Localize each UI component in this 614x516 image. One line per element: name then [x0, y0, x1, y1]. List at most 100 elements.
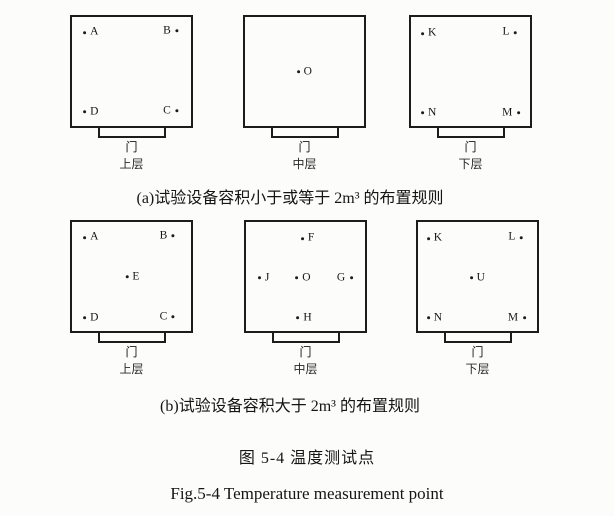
- point-dot-icon: [516, 111, 520, 115]
- layer-label: 中层: [293, 362, 318, 377]
- point-dot-icon: [257, 276, 261, 280]
- point-label: L: [508, 230, 516, 243]
- point-label: A: [90, 230, 99, 243]
- measurement-point-C: C: [160, 311, 175, 323]
- point-label: O: [303, 64, 313, 77]
- measurement-point-D: D: [83, 312, 99, 324]
- measurement-point-H: H: [296, 312, 312, 324]
- chamber-box: O: [243, 15, 366, 128]
- layer-label: 中层: [292, 157, 317, 172]
- measurement-point-L: L: [502, 25, 518, 39]
- measurement-point-A: A: [83, 25, 99, 39]
- point-label: F: [307, 231, 315, 244]
- point-dot-icon: [420, 111, 424, 115]
- point-label: J: [264, 270, 270, 283]
- point-dot-icon: [426, 236, 430, 240]
- door-shape: [271, 332, 340, 343]
- measurement-point-C: C: [163, 103, 179, 117]
- measurement-point-O: O: [295, 270, 312, 284]
- point-label: K: [427, 26, 437, 39]
- point-label: L: [502, 25, 511, 38]
- door-label: 门: [299, 345, 312, 359]
- point-dot-icon: [296, 316, 300, 320]
- point-dot-icon: [175, 29, 179, 33]
- measurement-point-E: E: [125, 269, 140, 283]
- measurement-point-K: K: [420, 26, 437, 40]
- layer-label: 上层: [119, 362, 144, 377]
- door-label: 门: [298, 140, 311, 154]
- point-dot-icon: [171, 315, 175, 319]
- point-label: N: [427, 106, 437, 119]
- point-label: A: [90, 25, 99, 38]
- point-label: O: [302, 270, 312, 283]
- measurement-point-K: K: [426, 231, 443, 245]
- point-label: G: [336, 270, 346, 283]
- panel-b-upper: A B E D C 门 上层: [70, 220, 193, 376]
- chamber-box: F J O G H: [244, 220, 367, 333]
- door-shape: [270, 127, 339, 138]
- door-label: 门: [464, 140, 477, 154]
- measurement-point-G: G: [336, 270, 353, 284]
- measurement-point-D: D: [83, 106, 99, 118]
- point-label: C: [163, 103, 172, 116]
- chamber-box: K L N M: [409, 15, 532, 128]
- chamber-box: A B D C: [70, 15, 193, 128]
- measurement-point-O: O: [296, 64, 313, 78]
- point-label: D: [90, 311, 99, 324]
- point-dot-icon: [295, 276, 299, 280]
- measurement-point-B: B: [160, 230, 175, 242]
- measurement-point-J: J: [257, 270, 270, 284]
- point-dot-icon: [300, 236, 304, 240]
- point-dot-icon: [519, 235, 523, 239]
- layer-label: 下层: [465, 362, 490, 377]
- measurement-point-M: M: [502, 107, 520, 119]
- door-label: 门: [125, 140, 138, 154]
- panel-a-lower: K L N M 门 下层: [409, 15, 532, 171]
- caption-a: (a)试验设备容积小于或等于 2m³ 的布置规则: [136, 190, 444, 207]
- door-shape: [97, 127, 166, 138]
- door-shape: [97, 332, 166, 343]
- point-label: U: [476, 270, 486, 283]
- point-dot-icon: [349, 276, 353, 280]
- measurement-point-F: F: [300, 231, 315, 245]
- point-label: B: [163, 24, 172, 37]
- measurement-point-M: M: [508, 312, 526, 324]
- point-label: K: [433, 231, 443, 244]
- door-label: 门: [125, 345, 138, 359]
- point-label: D: [90, 105, 99, 118]
- measurement-point-A: A: [83, 230, 99, 244]
- point-dot-icon: [175, 109, 179, 113]
- point-label: E: [132, 269, 140, 282]
- chamber-box: K L U N M: [416, 220, 539, 333]
- door-shape: [436, 127, 505, 138]
- point-dot-icon: [420, 31, 424, 35]
- point-dot-icon: [469, 276, 473, 280]
- door-shape: [443, 332, 512, 343]
- point-dot-icon: [171, 234, 175, 238]
- layer-label: 下层: [458, 157, 483, 172]
- point-dot-icon: [83, 30, 87, 34]
- measurement-point-B: B: [163, 24, 179, 37]
- chamber-box: A B E D C: [70, 220, 193, 333]
- measurement-point-N: N: [426, 311, 443, 324]
- point-label: M: [507, 311, 519, 324]
- diagram-row-b: A B E D C 门 上层 F J O G H 门 中层 K L U N M 门 下层: [0, 220, 614, 385]
- measurement-point-N: N: [420, 106, 437, 119]
- point-label: B: [159, 229, 168, 242]
- point-label: N: [433, 311, 443, 324]
- point-dot-icon: [125, 275, 129, 278]
- measurement-point-U: U: [469, 270, 486, 284]
- point-dot-icon: [83, 316, 87, 320]
- panel-b-middle: F J O G H 门 中层: [244, 220, 367, 376]
- panel-a-middle: O 门 中层: [243, 15, 366, 171]
- point-dot-icon: [426, 316, 430, 320]
- point-label: M: [502, 106, 513, 119]
- point-dot-icon: [296, 70, 300, 73]
- point-label: H: [303, 311, 313, 324]
- point-dot-icon: [522, 316, 526, 320]
- point-dot-icon: [83, 110, 87, 114]
